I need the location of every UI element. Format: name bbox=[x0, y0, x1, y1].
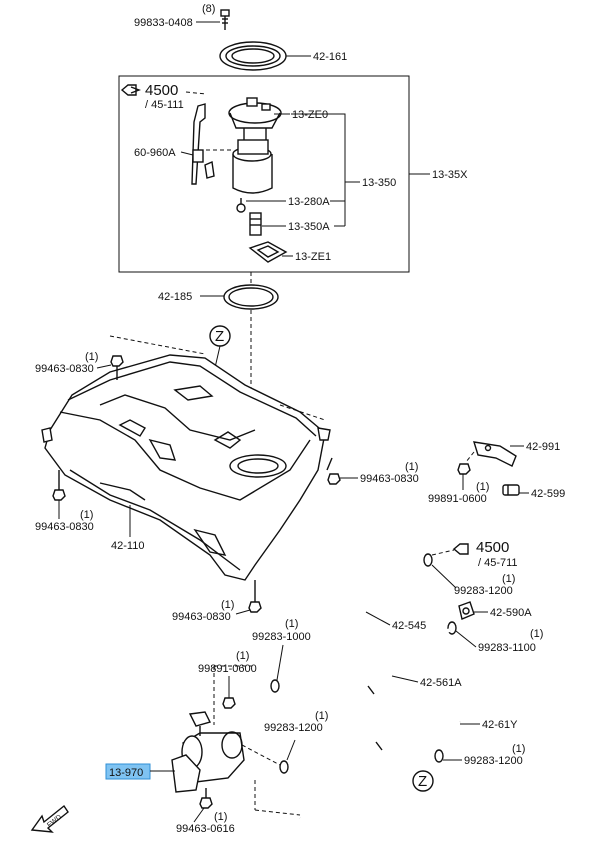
canister-13-970[interactable] bbox=[171, 711, 245, 793]
label-99463-0830-bottom[interactable]: 99463-0830 bbox=[172, 611, 231, 623]
nut-99891-0600-canister[interactable] bbox=[222, 697, 236, 709]
bolt-left-top-qty: (1) bbox=[85, 351, 98, 363]
label-60-960A[interactable]: 60-960A bbox=[134, 147, 176, 159]
clamp-1200-c-qty: (1) bbox=[512, 743, 525, 755]
label-13-35X[interactable]: 13-35X bbox=[432, 169, 468, 181]
label-42-545[interactable]: 42-545 bbox=[392, 620, 426, 632]
label-42-61Y[interactable]: 42-61Y bbox=[482, 719, 518, 731]
clamp-42-599[interactable] bbox=[502, 484, 520, 496]
fwd-arrow-icon: FWD bbox=[30, 804, 69, 833]
bolt-99463-0830-left-top[interactable] bbox=[110, 355, 124, 380]
bolt-tank-bottom-qty: (1) bbox=[221, 599, 234, 611]
nut-canister-qty: (1) bbox=[236, 650, 249, 662]
label-99283-1000[interactable]: 99283-1000 bbox=[252, 631, 311, 643]
label-13-350[interactable]: 13-350 bbox=[362, 177, 396, 189]
label-45-111[interactable]: / 45-111 bbox=[145, 99, 184, 111]
bolt-99463-0830-bottom[interactable] bbox=[248, 580, 262, 613]
bolt-99833-0408[interactable] bbox=[220, 9, 230, 30]
label-42-185[interactable]: 42-185 bbox=[158, 291, 192, 303]
label-42-161[interactable]: 42-161 bbox=[313, 51, 347, 63]
clamp-1200-a-qty: (1) bbox=[502, 573, 515, 585]
label-13-ZE0[interactable]: 13-ZE0 bbox=[292, 109, 328, 121]
nut-bracket-qty: (1) bbox=[476, 481, 489, 493]
pump-body-13-350[interactable] bbox=[232, 139, 273, 194]
label-99463-0830-right[interactable]: 99463-0830 bbox=[360, 473, 419, 485]
label-99463-0830-left-bottom[interactable]: 99463-0830 bbox=[35, 521, 94, 533]
label-42-599[interactable]: 42-599 bbox=[531, 488, 565, 500]
clamp-99283-1100[interactable] bbox=[447, 621, 457, 635]
fuel-tank-42-110[interactable] bbox=[41, 354, 331, 581]
ref-arrow-icon bbox=[120, 84, 141, 96]
bolt-99463-0830-left-bottom[interactable] bbox=[52, 470, 66, 501]
label-99891-0600-canister[interactable]: 99891-0600 bbox=[198, 663, 257, 675]
clamp-1200-b-qty: (1) bbox=[315, 710, 328, 722]
clamp-99283-1200-c[interactable] bbox=[434, 749, 444, 763]
clamp-1000-qty: (1) bbox=[285, 618, 298, 630]
label-99283-1100[interactable]: 99283-1100 bbox=[478, 642, 536, 654]
label-4500-mid[interactable]: 4500 bbox=[476, 539, 509, 556]
label-99283-1200-b[interactable]: 99283-1200 bbox=[264, 722, 323, 734]
bolt-top-qty: (8) bbox=[202, 3, 215, 15]
bolt-right-tank-qty: (1) bbox=[405, 461, 418, 473]
label-13-970[interactable]: 13-970 bbox=[109, 767, 143, 779]
clamp-99283-1200-a[interactable] bbox=[423, 553, 433, 567]
label-13-350A[interactable]: 13-350A bbox=[288, 221, 330, 233]
label-99463-0830-left-top[interactable]: 99463-0830 bbox=[35, 363, 94, 375]
sender-60-960A[interactable] bbox=[191, 103, 215, 185]
ring-42-185[interactable] bbox=[223, 284, 279, 310]
label-42-110[interactable]: 42-110 bbox=[111, 540, 144, 552]
clamp-99283-1000[interactable] bbox=[270, 679, 280, 693]
clip-13-280A[interactable] bbox=[236, 198, 246, 213]
bracket-42-991[interactable] bbox=[473, 441, 517, 467]
label-13-ZE1[interactable]: 13-ZE1 bbox=[295, 251, 331, 263]
bolt-left-bottom-qty: (1) bbox=[80, 509, 93, 521]
label-42-561A[interactable]: 42-561A bbox=[420, 677, 462, 689]
label-99891-0600-bracket[interactable]: 99891-0600 bbox=[428, 493, 487, 505]
bolt-99463-0830-right[interactable] bbox=[326, 457, 341, 485]
clamp-99283-1200-b[interactable] bbox=[279, 760, 289, 774]
label-99283-1200-a[interactable]: 99283-1200 bbox=[454, 585, 513, 597]
z-marker-top-text: Z bbox=[215, 328, 224, 345]
bolt-99463-0616[interactable] bbox=[199, 788, 213, 809]
label-99463-0616[interactable]: 99463-0616 bbox=[176, 823, 235, 835]
pump-flange-13-ZE0[interactable] bbox=[228, 97, 282, 140]
label-45-711[interactable]: / 45-711 bbox=[478, 557, 518, 569]
z-marker-bottom-text: Z bbox=[418, 773, 427, 790]
clamp-1100-qty: (1) bbox=[530, 628, 543, 640]
hose-42-61Y[interactable] bbox=[299, 717, 462, 822]
label-99833-0408[interactable]: 99833-0408 bbox=[134, 17, 193, 29]
label-42-991[interactable]: 42-991 bbox=[526, 441, 560, 453]
label-99283-1200-c[interactable]: 99283-1200 bbox=[464, 755, 523, 767]
hose-42-561A[interactable] bbox=[284, 628, 451, 774]
part-42-590A[interactable] bbox=[458, 601, 475, 620]
gasket-13-ZE1[interactable] bbox=[248, 241, 288, 263]
bolt-canister-qty: (1) bbox=[214, 811, 227, 823]
nut-99891-0600-bracket[interactable] bbox=[457, 463, 471, 475]
ring-42-161[interactable] bbox=[219, 41, 287, 71]
ref-arrow-mid-icon bbox=[452, 543, 469, 555]
filter-13-350A[interactable] bbox=[249, 212, 262, 236]
label-13-280A[interactable]: 13-280A bbox=[288, 196, 330, 208]
fwd-label: FWD bbox=[46, 814, 63, 829]
label-4500-top[interactable]: 4500 bbox=[145, 82, 178, 99]
z-marker-bottom: Z bbox=[412, 770, 434, 792]
label-42-590A[interactable]: 42-590A bbox=[490, 607, 532, 619]
hose-42-545[interactable] bbox=[289, 558, 423, 702]
